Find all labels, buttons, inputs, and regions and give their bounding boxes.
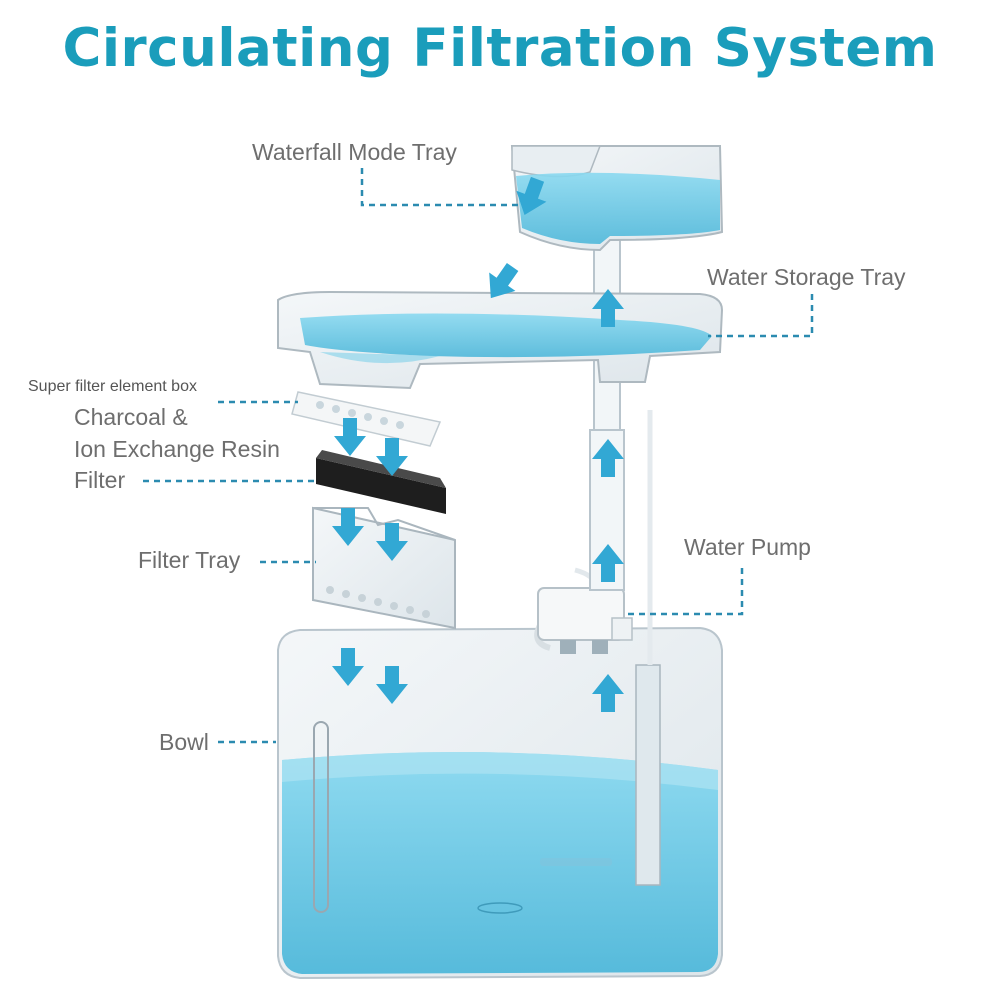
arrow-up-icon [592,439,624,477]
leader-lines [143,168,814,744]
leader-water-pump [625,568,744,616]
label-water-storage-tray: Water Storage Tray [707,264,906,290]
label-charcoal-line2: Ion Exchange Resin [74,436,280,462]
arrow-down-icon [376,523,408,561]
waterfall-tray-part [510,145,724,252]
label-charcoal-line1: Charcoal & [74,404,188,430]
arrow-down-icon [489,262,519,299]
arrow-down-icon [516,176,547,216]
water-storage-tray-part [277,290,724,390]
arrow-up-icon [592,674,624,712]
leader-waterfall-tray [360,168,518,207]
arrow-down-icon [334,418,366,456]
arrow-up-icon [592,544,624,582]
label-waterfall-tray: Waterfall Mode Tray [252,139,457,165]
arrow-down-icon [376,666,408,704]
label-charcoal-line3: Filter [74,467,126,493]
leader-water-storage-tray [708,294,814,338]
label-super-filter-box: Super filter element box [28,378,197,395]
charcoal-filter-part [316,450,446,514]
arrow-down-icon [376,438,408,476]
flow-arrows [332,176,624,712]
label-bowl: Bowl [159,729,209,755]
water-pump-part [534,410,653,665]
arrow-up-icon [592,289,624,327]
label-filter-tray: Filter Tray [138,547,241,573]
page-title: Circulating Filtration System [62,18,938,79]
super-filter-box-part [291,391,442,447]
bowl-part [277,626,723,980]
arrow-down-icon [332,508,364,546]
label-water-pump: Water Pump [684,534,811,560]
arrow-down-icon [332,648,364,686]
